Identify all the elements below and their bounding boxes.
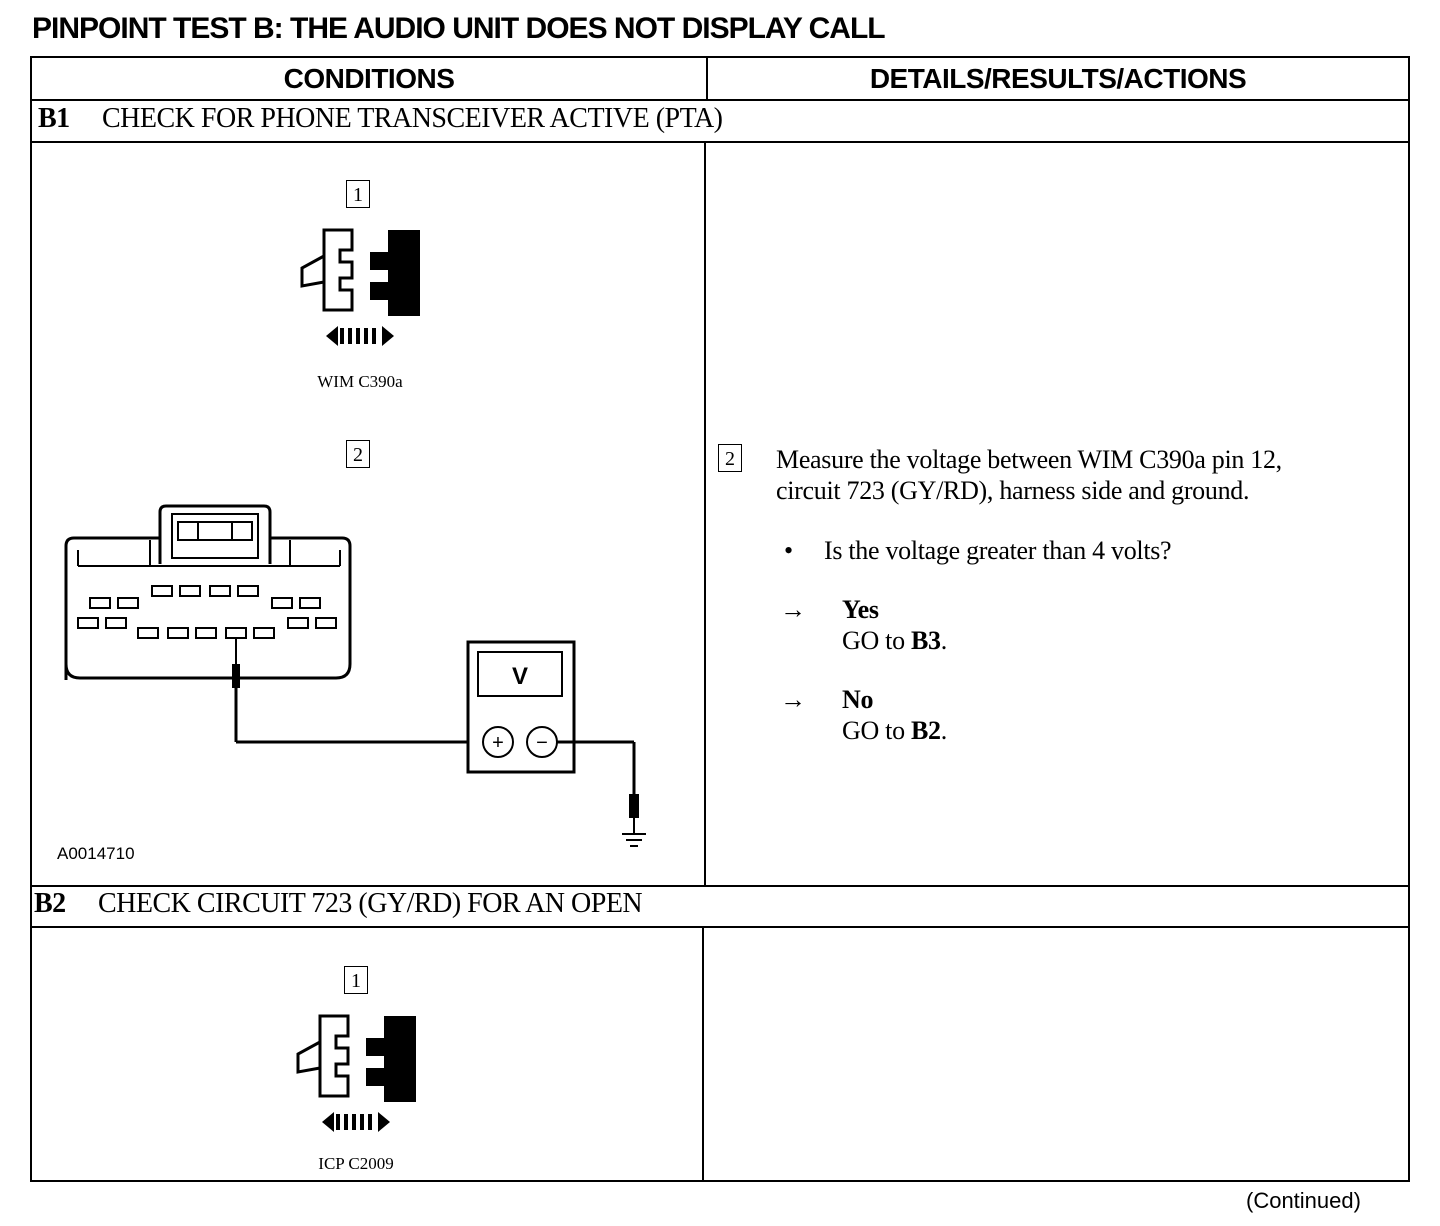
step-b2-heading: B2 CHECK CIRCUIT 723 (GY/RD) FOR AN OPEN — [34, 888, 643, 920]
instruction-line-2: circuit 723 (GY/RD), harness side and gr… — [776, 476, 1250, 505]
voltmeter-wiring-diagram: V + − — [64, 504, 646, 847]
test-table — [30, 56, 1410, 1182]
header-divider — [706, 56, 708, 100]
meter-minus-terminal: − — [536, 732, 548, 754]
b1-step2-number: 2 — [346, 440, 370, 468]
b1-connector-label: WIM C390a — [317, 372, 403, 391]
step-b2-title: CHECK CIRCUIT 723 (GY/RD) FOR AN OPEN — [98, 888, 643, 919]
no-arrow-icon: → — [780, 685, 806, 714]
connector-disconnect-icon — [296, 1014, 416, 1132]
step-b1-title: CHECK FOR PHONE TRANSCEIVER ACTIVE (PTA) — [102, 103, 723, 134]
no-label: No — [842, 685, 874, 714]
b1-detail-step-number: 2 — [718, 444, 742, 472]
b1-column-divider — [704, 141, 706, 887]
yes-target-link[interactable]: B3 — [910, 626, 941, 655]
b1-heading-rule — [30, 141, 1410, 143]
b2-connector-label: ICP C2009 — [318, 1154, 394, 1173]
no-target-link[interactable]: B2 — [910, 716, 941, 745]
details-column-header: DETAILS/RESULTS/ACTIONS — [869, 63, 1247, 94]
step-b1-heading: B1 CHECK FOR PHONE TRANSCEIVER ACTIVE (PT… — [38, 103, 723, 135]
step-b1-id: B1 — [38, 103, 70, 134]
page-title: PINPOINT TEST B: THE AUDIO UNIT DOES NOT… — [32, 12, 886, 45]
no-branch: No GO to B2. — [842, 684, 947, 746]
instruction-line-1: Measure the voltage between WIM C390a pi… — [776, 445, 1282, 474]
yes-branch: Yes GO to B3. — [842, 594, 947, 656]
b1-step1-number: 1 — [346, 180, 370, 208]
b1-question: • Is the voltage greater than 4 volts? — [784, 535, 1172, 566]
bullet-icon: • — [784, 536, 793, 565]
continued-note: (Continued) — [1246, 1188, 1361, 1213]
yes-label: Yes — [842, 595, 879, 624]
meter-volt-symbol: V — [512, 663, 528, 690]
yes-arrow-icon: → — [780, 595, 806, 624]
meter-plus-terminal: + — [492, 732, 504, 754]
figure-code: A0014710 — [57, 844, 135, 863]
step-b2-id: B2 — [34, 888, 66, 919]
conditions-column-header: CONDITIONS — [283, 63, 455, 94]
connector-disconnect-icon — [300, 228, 420, 346]
no-action: GO to B2. — [842, 716, 947, 745]
b2-step1-number: 1 — [344, 966, 368, 994]
yes-action: GO to B3. — [842, 626, 947, 655]
question-text: Is the voltage greater than 4 volts? — [824, 536, 1172, 565]
b2-top-rule — [30, 885, 1410, 887]
b2-column-divider — [702, 926, 704, 1182]
header-rule — [30, 99, 1410, 101]
b1-detail-instruction: Measure the voltage between WIM C390a pi… — [776, 444, 1396, 506]
b2-heading-rule — [30, 926, 1410, 928]
